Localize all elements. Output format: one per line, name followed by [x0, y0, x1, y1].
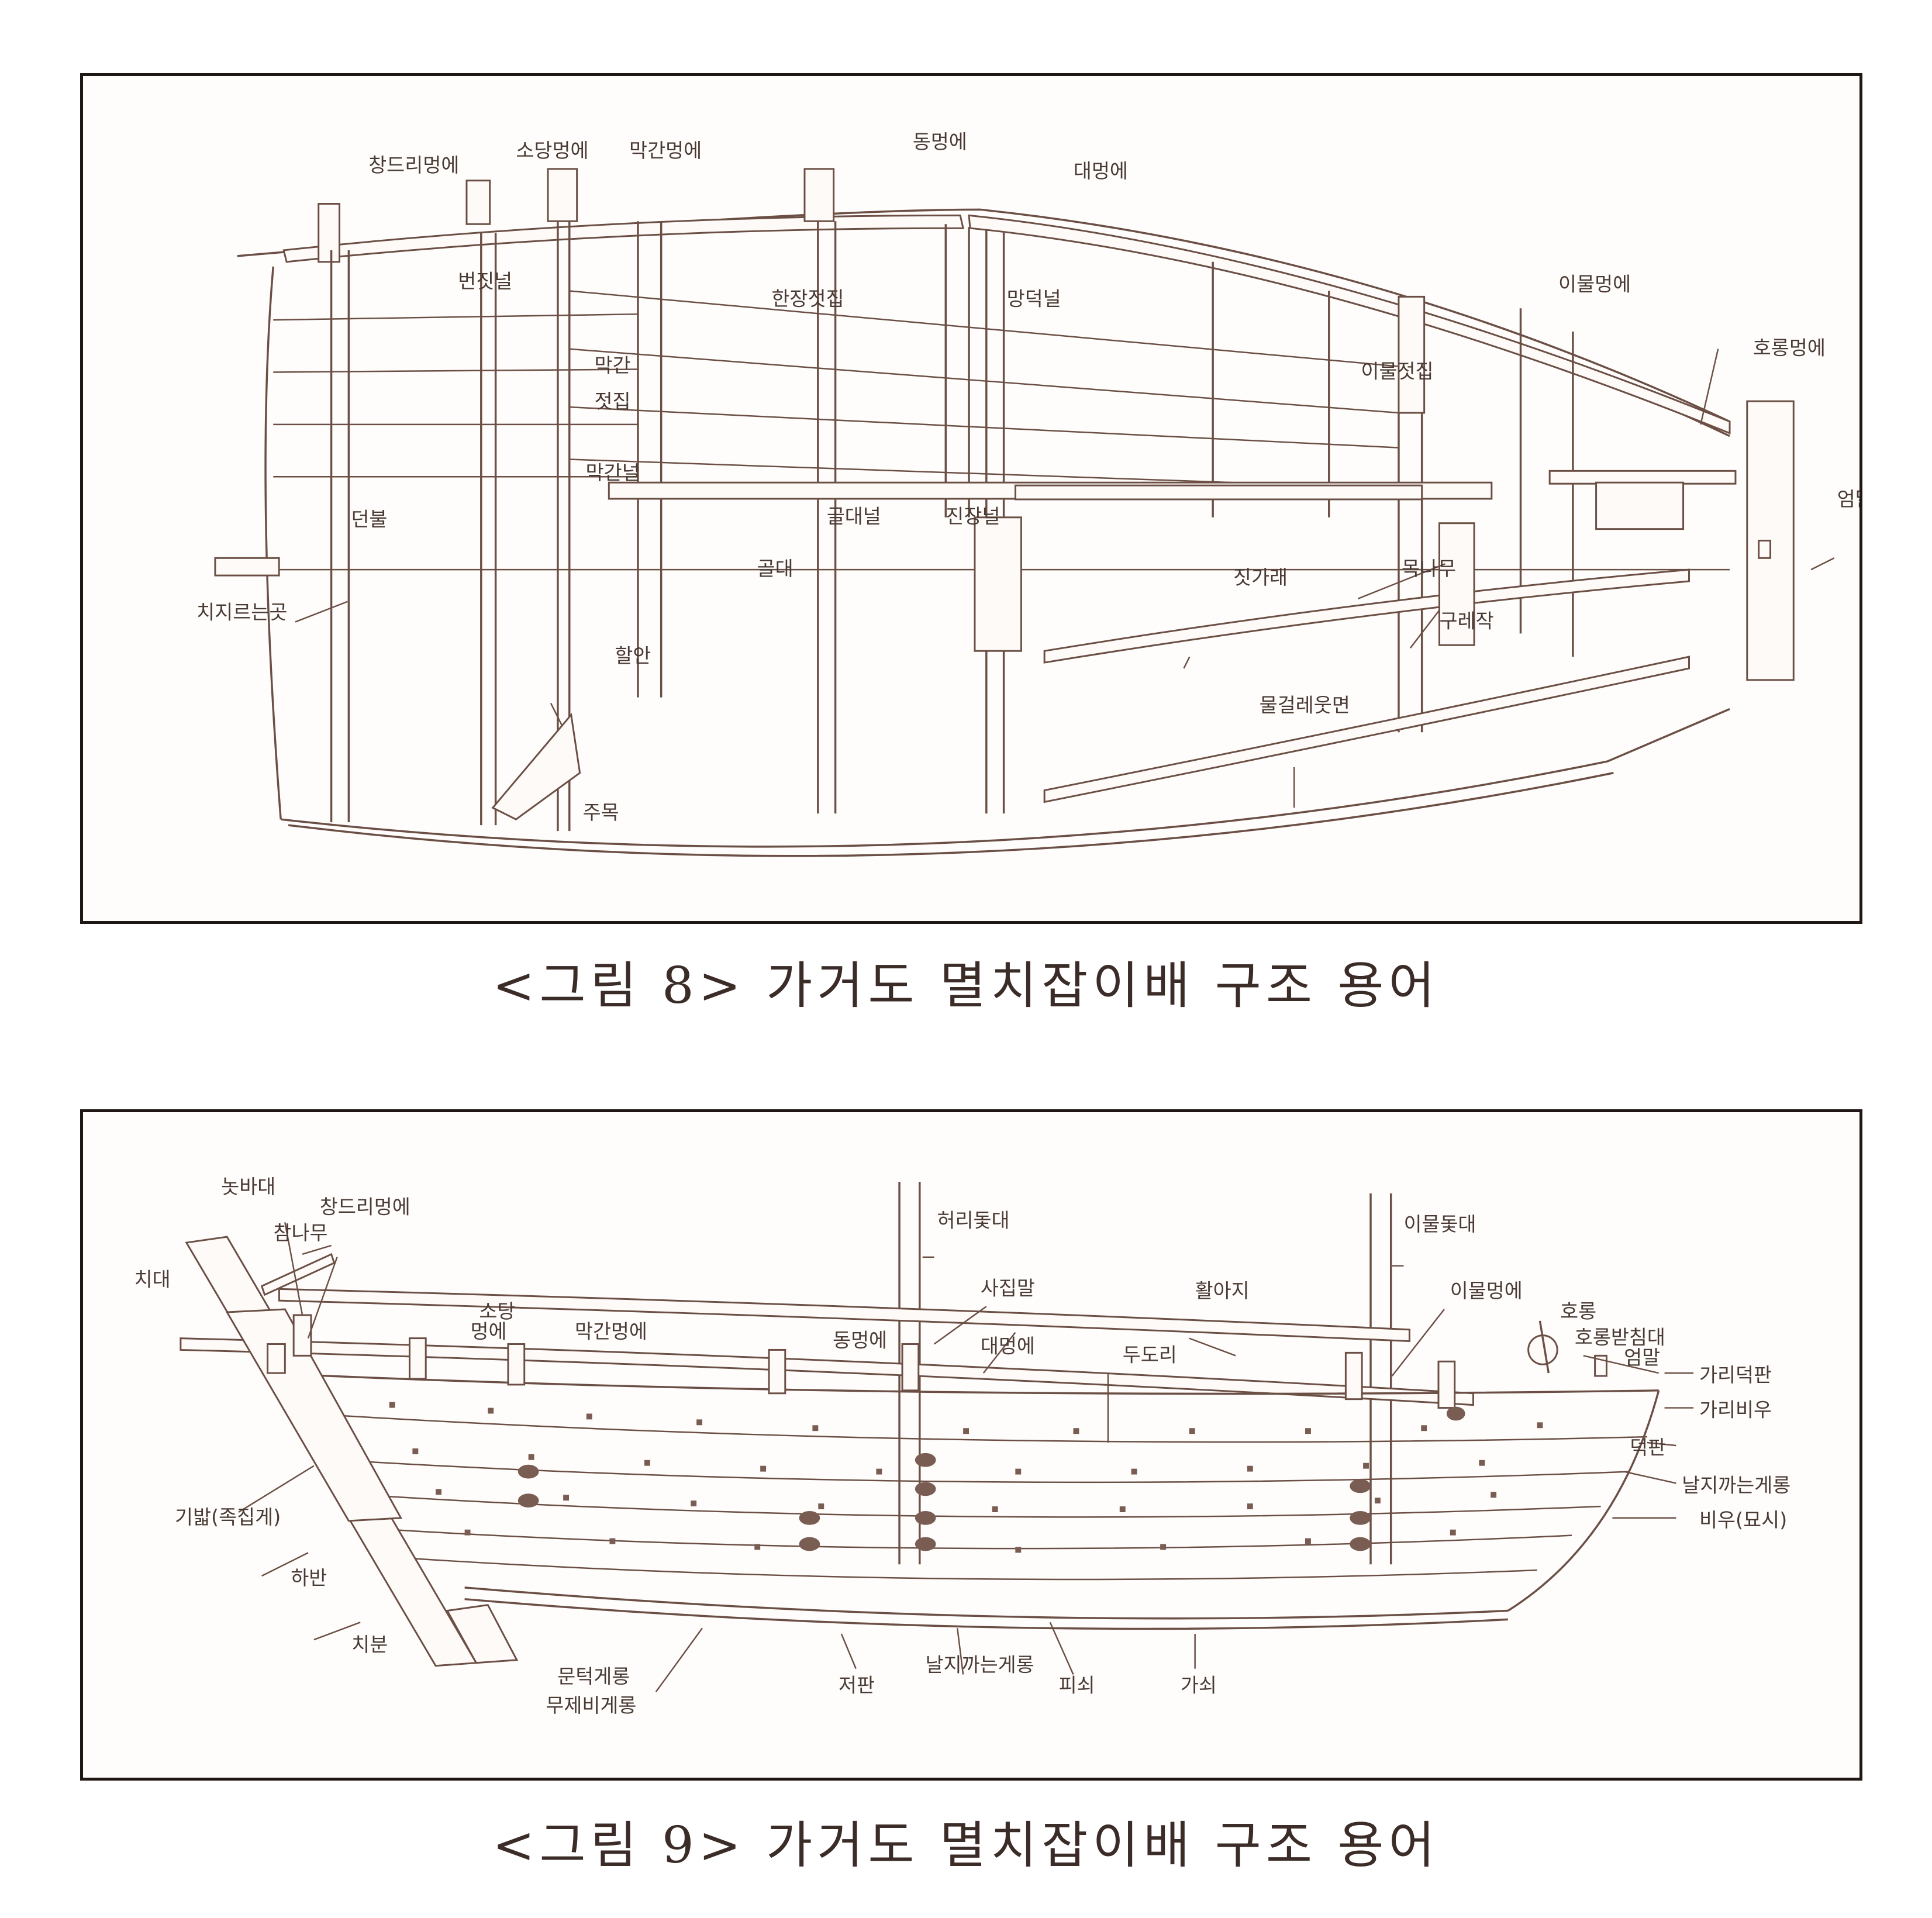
label-chijireuneun-got: 치지르는곳 — [196, 601, 287, 624]
label-imul-meonge: 이물멍에 — [1558, 272, 1631, 295]
label-chibun: 치분 — [351, 1633, 388, 1656]
label-eommal: 엄말 — [1624, 1346, 1660, 1369]
label-naljikkaneun-gerong-lower: 날지까는게롱 — [926, 1654, 1034, 1676]
label-dong-meonge: 동멍에 — [833, 1329, 887, 1351]
figure-9-frame: 놋바대 창드리멍에 참나무 치대 허리돛대 이물돛대 사집말 활아지 이물멍에 … — [80, 1109, 1862, 1781]
label-horong-batchimdae: 호롱받침대 — [1575, 1326, 1665, 1349]
label-beonjit-neol: 번짓널 — [458, 270, 512, 292]
label-mangdeok-neol: 망덕널 — [1007, 287, 1061, 310]
label-moknamu: 목나무 — [1402, 557, 1456, 580]
label-heori-dotdae: 허리돛대 — [937, 1209, 1010, 1231]
label-jeotjip: 젓집 — [594, 390, 630, 413]
label-gasoe: 가쇠 — [1181, 1674, 1217, 1696]
label-mujebi-gerong: 무제비게롱 — [546, 1694, 636, 1717]
label-hwalaji: 활아지 — [1195, 1279, 1250, 1302]
label-gari-deokpan: 가리덕판 — [1699, 1364, 1772, 1386]
label-makgan-neol: 막간널 — [586, 461, 640, 484]
label-haran: 할안 — [615, 644, 651, 667]
label-imul-meonge: 이물멍에 — [1450, 1279, 1523, 1302]
label-changdri-meonge: 창드리멍에 — [320, 1195, 410, 1218]
label-dong-meonge: 동멍에 — [913, 130, 967, 153]
figure-8-caption: <그림 8> 가거도 멸치잡이배 구조 용어 — [492, 957, 1440, 1015]
label-makgan: 막간 — [594, 354, 630, 377]
label-jeopan: 저판 — [839, 1674, 875, 1696]
label-sajipmal: 사집말 — [981, 1277, 1035, 1299]
label-imul-dotdae: 이물돛대 — [1404, 1213, 1476, 1236]
label-deokpan: 덕판 — [1630, 1436, 1666, 1459]
label-dae-meonge: 대멍에 — [1074, 160, 1128, 182]
label-dudori: 두도리 — [1123, 1343, 1177, 1366]
figure-8-frame: 창드리멍에 소당멍에 막간멍에 동멍에 대멍에 번짓널 한장젓집 망덕널 이물멍… — [80, 73, 1862, 924]
label-makgan-meonge: 막간멍에 — [629, 139, 702, 162]
label-sodang: 소당 — [479, 1300, 515, 1323]
label-horong: 호롱 — [1560, 1300, 1596, 1323]
label-chamnamu: 참나무 — [273, 1222, 327, 1244]
label-pisoe: 피쇠 — [1059, 1674, 1095, 1696]
label-jumok: 주목 — [583, 801, 619, 824]
label-eommal: 엄말 — [1837, 488, 1859, 510]
label-horong-meonge: 호롱멍에 — [1753, 337, 1826, 360]
boat-side-diagram: 놋바대 창드리멍에 참나무 치대 허리돛대 이물돛대 사집말 활아지 이물멍에 … — [134, 1175, 1791, 1717]
label-imul-jeotjip: 이물젓집 — [1361, 360, 1433, 382]
label-munteok-gerong: 문턱게롱 — [557, 1665, 630, 1688]
label-sodang-meonge: 소당멍에 — [516, 139, 588, 162]
label-changdri-meonge: 창드리멍에 — [368, 154, 459, 177]
label-haban: 하반 — [291, 1567, 327, 1589]
label-hanjang-jeotjip: 한장젓집 — [771, 287, 844, 310]
figure-9-caption: <그림 9> 가거도 멸치잡이배 구조 용어 — [492, 1816, 1440, 1875]
label-deonbul: 던불 — [351, 508, 387, 531]
nail-holes — [389, 1402, 1543, 1553]
label-gurejak: 구레작 — [1439, 609, 1493, 632]
label-naljikkaneun-gerong-upper: 날지까는게롱 — [1682, 1474, 1790, 1496]
label-chidae: 치대 — [134, 1268, 171, 1291]
label-gibap: 기밟(족집게) — [175, 1506, 281, 1529]
label-jitgarae: 짓가래 — [1233, 566, 1288, 589]
label-dae-meonge: 대멍에 — [981, 1334, 1035, 1357]
label-meonge: 멍에 — [471, 1320, 507, 1343]
label-goldae-neol: 골대널 — [827, 505, 881, 528]
label-gari-biu: 가리비우 — [1699, 1398, 1772, 1421]
label-notbadae: 놋바대 — [221, 1175, 275, 1198]
label-goldae: 골대 — [757, 557, 794, 580]
label-makgan-meonge: 막간멍에 — [575, 1320, 647, 1343]
boat-plan-diagram: 창드리멍에 소당멍에 막간멍에 동멍에 대멍에 번짓널 한장젓집 망덕널 이물멍… — [196, 130, 1859, 857]
label-biu-myosi: 비우(묘시) — [1699, 1509, 1787, 1531]
label-jinjang-neol: 진장널 — [946, 505, 1000, 528]
label-mulgeolre-utmyeon: 물걸레웃면 — [1260, 694, 1350, 716]
